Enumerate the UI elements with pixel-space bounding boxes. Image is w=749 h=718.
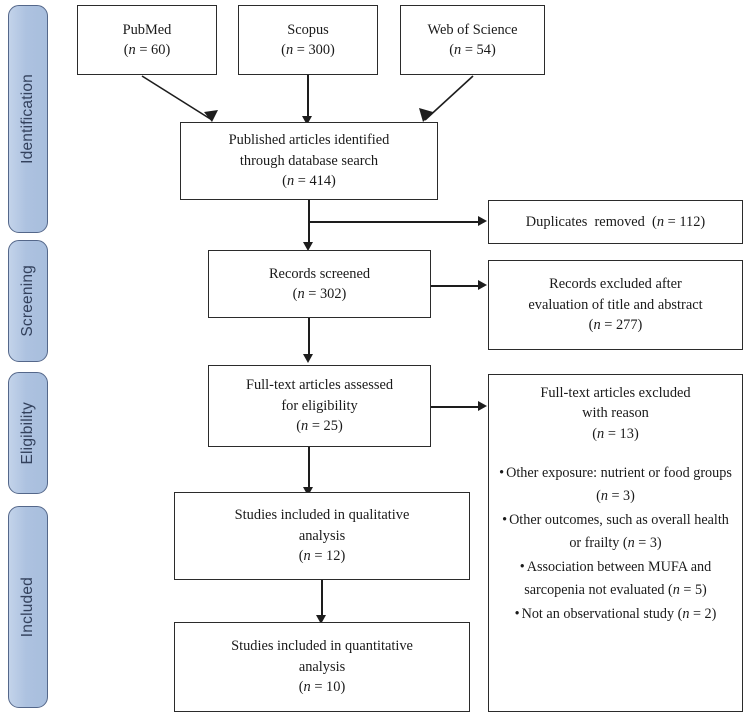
stage-label-identification: Identification [19,74,36,164]
fulltext-excluded-header: Full-text articles excluded with reason … [496,383,735,444]
source-count-pubmed: (n = 60) [123,42,171,58]
exclusion-reason-item: •Not an observational study (n = 2) [496,603,735,626]
arrowhead-fulltext-to-qualitative [303,487,313,496]
box-published-articles-identified: Published articles identified through da… [180,122,438,200]
fulltext-assessed-line-1: Full-text articles assessed [245,377,394,394]
source-count-web-of-science: (n = 54) [449,42,496,58]
excluded-line-1: Records excluded after [549,276,682,293]
connector-pubmed-to-identified [141,75,218,122]
exclusion-reason-count-1: (n = 3) [596,488,635,505]
exclusion-reason-text-4: Not an observational study [521,606,675,623]
excluded-line-2: evaluation of title and abstract [528,296,703,313]
exclusion-reason-list: •Other exposure: nutrient or food groups… [496,462,735,626]
exclusion-reason-text-1: Other exposure: nutrient or food groups [506,465,732,482]
identified-count: (n = 414) [282,173,336,190]
bullet-dot-icon: • [519,559,525,576]
exclusion-reason-text-3: Association between MUFA and sarcopenia … [524,559,712,599]
connector-identified-to-screened [308,200,310,246]
exclusion-reason-count-4: (n = 2) [677,606,717,623]
exclusion-reason-item: •Other outcomes, such as overall health … [496,509,735,555]
excluded-count: (n = 277) [588,317,643,334]
source-box-pubmed: PubMed (n = 60) [77,5,217,75]
quantitative-line-2: analysis [298,658,346,675]
bullet-dot-icon: • [514,606,520,623]
connector-screened-to-fulltext [308,318,310,356]
fulltext-assessed-line-2: for eligibility [281,397,358,414]
stage-pill-identification: Identification [8,5,48,233]
fulltext-excluded-line-2: with reason [582,405,649,422]
box-records-excluded: Records excluded after evaluation of tit… [488,260,743,350]
fulltext-excluded-count: (n = 13) [592,425,639,442]
box-records-screened: Records screened (n = 302) [208,250,431,318]
screened-count: (n = 302) [292,286,347,302]
duplicates-text: Duplicates removed (n = 112) [525,213,706,230]
exclusion-reason-text-2: Other outcomes, such as overall health o… [509,512,729,552]
arrowhead-scopus-to-identified [302,116,312,125]
quantitative-line-1: Studies included in quantitative [231,638,413,655]
source-box-scopus: Scopus (n = 300) [238,5,378,75]
box-studies-quantitative: Studies included in quantitative analysi… [174,622,470,712]
arrowhead-identified-to-screened [303,242,313,251]
stage-pill-eligibility: Eligibility [8,372,48,494]
screened-line-1: Records screened [268,265,371,282]
arrowhead-fulltext-to-excluded [478,401,487,411]
stage-label-screening: Screening [19,265,36,337]
exclusion-reason-count-2: (n = 3) [622,535,662,552]
source-name-pubmed: PubMed [122,21,172,38]
qualitative-line-2: analysis [298,527,346,544]
stage-label-eligibility: Eligibility [19,401,36,465]
quantitative-count: (n = 10) [298,679,346,696]
stage-label-included: Included [19,576,36,638]
connector-fulltext-to-qualitative [308,447,310,489]
source-count-scopus: (n = 300) [281,42,335,58]
connector-identified-to-duplicates [308,221,480,223]
source-box-web-of-science: Web of Science (n = 54) [400,5,545,75]
exclusion-reason-item: •Association between MUFA and sarcopenia… [496,556,735,602]
exclusion-reason-count-3: (n = 5) [668,582,707,599]
connector-scopus-to-identified [307,75,309,120]
identified-line-1: Published articles identified [228,132,390,149]
qualitative-line-1: Studies included in qualitative [234,507,410,524]
identified-line-2: through database search [239,152,379,169]
box-fulltext-assessed: Full-text articles assessed for eligibil… [208,365,431,447]
fulltext-assessed-count: (n = 25) [296,418,343,435]
stage-pill-screening: Screening [8,240,48,362]
stage-pill-included: Included [8,506,48,708]
box-fulltext-excluded: Full-text articles excluded with reason … [488,374,743,712]
qualitative-count: (n = 12) [298,548,346,565]
connector-screened-to-excluded [431,285,480,287]
box-duplicates-removed: Duplicates removed (n = 112) [488,200,743,244]
connector-qualitative-to-quantitative [321,580,323,617]
bullet-dot-icon: • [502,512,508,529]
bullet-dot-icon: • [499,465,505,482]
arrowhead-qualitative-to-quantitative [316,615,326,624]
connector-wos-to-identified [419,75,474,122]
connector-fulltext-to-excluded [431,406,480,408]
arrowhead-screened-to-excluded [478,280,487,290]
fulltext-excluded-line-1: Full-text articles excluded [540,385,691,401]
source-name-web-of-science: Web of Science [427,21,518,38]
exclusion-reason-item: •Other exposure: nutrient or food groups… [496,462,735,508]
arrowhead-identified-to-duplicates [478,216,487,226]
box-studies-qualitative: Studies included in qualitative analysis… [174,492,470,580]
arrowhead-screened-to-fulltext [303,354,313,363]
source-name-scopus: Scopus [287,21,329,38]
